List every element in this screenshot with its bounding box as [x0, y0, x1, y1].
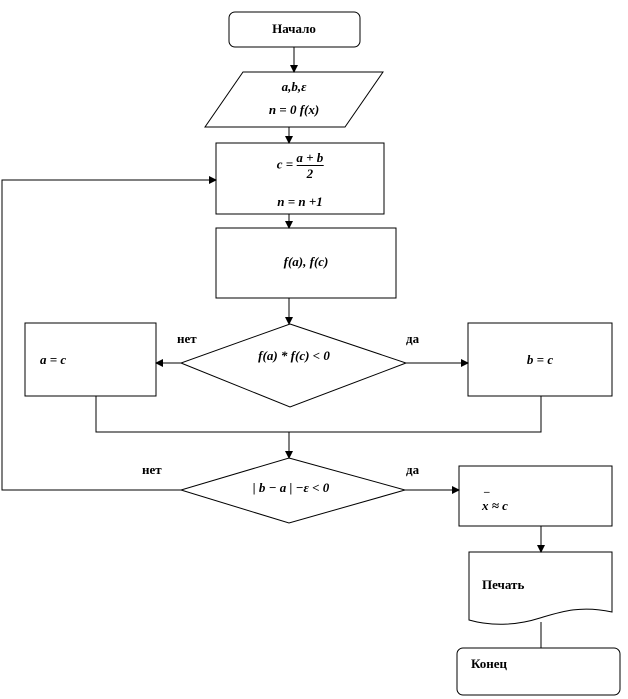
- print-label: Печать: [482, 577, 525, 592]
- step1-denominator: 2: [306, 166, 314, 181]
- assign-a-label: a = c: [40, 352, 67, 367]
- cond2-no-label: нет: [142, 462, 162, 477]
- input-parallelogram: [204, 71, 384, 128]
- result-label: x ≈ c: [482, 498, 508, 513]
- connectors: [1, 47, 545, 648]
- cond1-label: f(a) * f(c) < 0: [258, 348, 330, 363]
- cond1-no-label: нет: [177, 331, 197, 346]
- step2-box: [215, 227, 397, 299]
- end-terminal: [456, 647, 621, 696]
- result-bar: _: [484, 482, 490, 494]
- assign-b-label: b = c: [526, 352, 554, 367]
- step1-numerator: a + b: [296, 150, 324, 166]
- step1-lhs: c =: [276, 156, 294, 172]
- step1-line2: n = n +1: [277, 194, 323, 209]
- cond1-yes-label: да: [406, 331, 420, 346]
- result-box: [458, 465, 613, 527]
- input-line2: n = 0 f(x): [268, 102, 320, 117]
- cond1-diamond: [179, 323, 408, 408]
- step2-label: f(a), f(c): [283, 254, 329, 269]
- print-document: [468, 551, 613, 625]
- cond2-yes-label: да: [406, 462, 420, 477]
- start-label: Начало: [272, 21, 316, 36]
- input-line1: a,b,ε: [281, 79, 307, 94]
- cond2-label: | b − a | −ε < 0: [252, 480, 330, 495]
- end-label: Конец: [471, 656, 508, 671]
- cond2-diamond: [179, 457, 407, 524]
